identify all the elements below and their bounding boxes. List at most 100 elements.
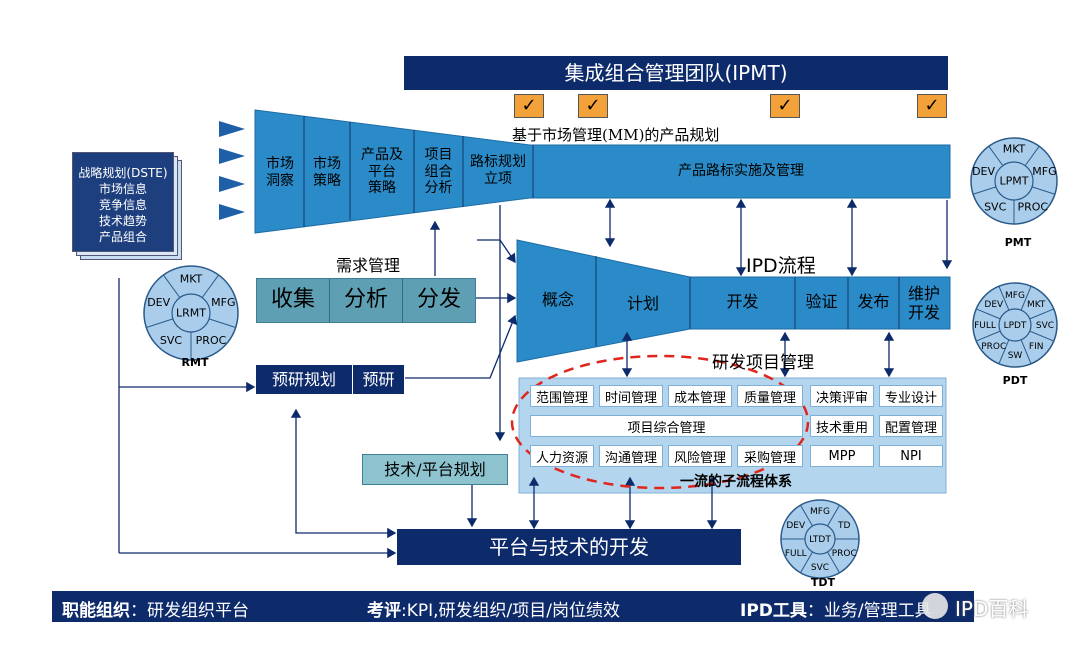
team-label: PDT xyxy=(1003,374,1028,387)
watermark: IPD百科 xyxy=(955,597,1029,621)
footer-tool-value: ：业务/管理工具 xyxy=(806,601,932,621)
chip-hr: 人力资源 xyxy=(530,445,594,467)
check-icon: ✓ xyxy=(917,94,947,118)
pre-research-bar: 预研规划 预研 xyxy=(256,365,404,394)
team-role: MKT xyxy=(1003,143,1026,156)
team-divider xyxy=(827,504,840,527)
check-icon: ✓ xyxy=(770,94,800,118)
team-divider xyxy=(146,318,174,328)
chip-tech-reuse: 技术重用 xyxy=(810,415,874,437)
subprocess-label: 一流的子流程体系 xyxy=(680,474,792,490)
demand-steps: 收集 分析 分发 xyxy=(256,278,476,323)
team-role: MKT xyxy=(180,273,203,286)
chip-scope: 范围管理 xyxy=(530,385,594,407)
platform-tech-dev: 平台与技术的开发 xyxy=(397,529,741,565)
team-role: MFG xyxy=(1005,291,1025,301)
team-divider xyxy=(988,145,1004,166)
team-divider xyxy=(1020,286,1032,311)
chip-quality: 质量管理 xyxy=(737,385,803,407)
team-divider xyxy=(208,318,236,328)
ipmt-title: 集成组合管理团队(IPMT) xyxy=(564,61,788,85)
team-divider xyxy=(1029,308,1054,320)
chip-comm: 沟通管理 xyxy=(599,445,663,467)
team-divider xyxy=(162,274,181,298)
footer-org-value: ：研发组织平台 xyxy=(130,601,249,621)
team-divider xyxy=(201,274,220,298)
team-core xyxy=(171,293,211,333)
team-label: PMT xyxy=(1005,236,1032,249)
team-rmt: MKT MFG PROC SVC DEV LRMT RMT xyxy=(143,265,239,369)
team-role: SVC xyxy=(811,563,829,573)
doc-line: 战略规划(DSTE) xyxy=(78,166,168,180)
wechat-icon xyxy=(922,593,948,619)
team-role: DEV xyxy=(147,296,170,309)
team-divider xyxy=(800,504,813,527)
phase-develop: 开发 xyxy=(726,292,759,312)
team-center: LPMT xyxy=(1000,175,1029,188)
team-role: PROC xyxy=(196,334,227,347)
team-role: SVC xyxy=(984,201,1007,214)
check-icon: ✓ xyxy=(514,94,544,118)
team-role: MFG xyxy=(211,296,235,309)
pre-research-plan: 预研规划 xyxy=(256,365,353,394)
demand-analyze: 分析 xyxy=(330,279,403,322)
chip-integration: 项目综合管理 xyxy=(530,415,803,437)
team-label: TDT xyxy=(811,576,836,589)
chip-mpp: MPP xyxy=(810,445,874,467)
roadmap-bar-label: 产品路标实施及管理 xyxy=(678,163,804,180)
tech-platform-plan: 技术/平台规划 xyxy=(362,454,508,485)
input-triangle xyxy=(219,121,245,137)
team-role: MFG xyxy=(1032,165,1056,178)
team-role: PROC xyxy=(1017,201,1048,214)
chip-npi: NPI xyxy=(879,445,943,467)
footer-eval-label: 考评 xyxy=(367,601,401,621)
team-center: LTDT xyxy=(809,535,831,545)
chip-config: 配置管理 xyxy=(879,415,943,437)
team-divider xyxy=(976,308,1001,320)
phase-verify: 验证 xyxy=(805,292,838,312)
input-triangle xyxy=(219,176,245,192)
mm-funnel-shape xyxy=(254,109,951,234)
footer-tool-label: IPD工具 xyxy=(740,601,807,621)
demand-distribute: 分发 xyxy=(416,287,461,313)
doc-line: 产品组合 xyxy=(98,230,147,244)
team-role: DEV xyxy=(984,300,1004,310)
team-role: FULL xyxy=(785,549,807,559)
team-role: DEV xyxy=(786,521,806,531)
ipmt-header: 集成组合管理团队(IPMT) xyxy=(404,56,948,90)
team-role: FIN xyxy=(1029,342,1044,352)
funnel-item-market-strategy: 市场 策略 xyxy=(313,156,341,189)
phase-plan: 计划 xyxy=(626,294,659,314)
doc-line: 市场信息 xyxy=(98,182,147,196)
highlight-ellipse xyxy=(510,354,810,490)
team-center: LRMT xyxy=(176,307,206,320)
team-role: DEV xyxy=(972,165,995,178)
team-role: SVC xyxy=(160,334,183,347)
phase-maintain: 维护 开发 xyxy=(907,283,940,322)
pre-research: 预研 xyxy=(362,369,395,389)
funnel-item-portfolio-analysis: 项目 组合 分析 xyxy=(424,146,453,197)
team-role: PROC xyxy=(832,549,857,559)
check-icon: ✓ xyxy=(578,94,608,118)
input-triangle xyxy=(219,204,245,220)
footer-tool: IPD工具：业务/管理工具 xyxy=(740,596,932,621)
chip-time: 时间管理 xyxy=(599,385,663,407)
team-divider xyxy=(1031,186,1056,195)
phase-concept: 概念 xyxy=(541,290,574,310)
team-role: SVC xyxy=(1036,321,1054,331)
chip-design: 专业设计 xyxy=(879,385,943,407)
team-role: PROC xyxy=(981,342,1006,352)
doc-line: 技术趋势 xyxy=(98,214,147,228)
mm-label: 基于市场管理(MM)的产品规划 xyxy=(512,126,720,144)
chip-procure: 采购管理 xyxy=(737,445,803,467)
team-label: RMT xyxy=(182,356,209,369)
team-role: FULL xyxy=(974,321,996,331)
footer-eval: 考评:KPI,研发组织/项目/岗位绩效 xyxy=(367,596,620,621)
footer-org-label: 职能组织 xyxy=(62,601,130,621)
team-pmt: MKT MFG PROC SVC DEV LPMT PMT xyxy=(970,137,1058,249)
project-mgmt-title: 研发项目管理 xyxy=(712,353,814,373)
team-role: SW xyxy=(1008,351,1023,361)
chip-risk: 风险管理 xyxy=(668,445,732,467)
